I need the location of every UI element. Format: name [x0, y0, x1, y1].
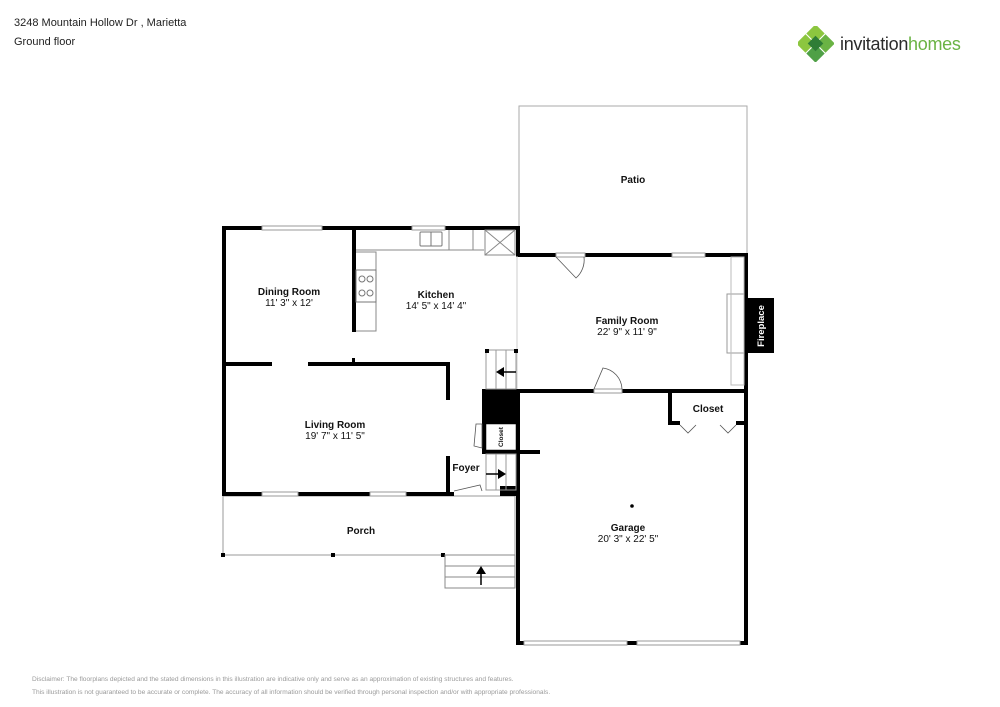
dining-room-dims: 11' 3" x 12' — [265, 298, 313, 309]
foyer-label: Foyer — [452, 463, 479, 474]
page-header: 3248 Mountain Hollow Dr , Marietta Groun… — [14, 14, 186, 52]
right-arrow-icon — [486, 469, 506, 479]
property-address: 3248 Mountain Hollow Dr , Marietta — [14, 17, 187, 29]
left-arrow-icon — [496, 367, 516, 377]
fireplace-label: Fireplace — [756, 305, 767, 347]
living-room-label: Living Room — [305, 420, 366, 431]
disclaimer: Disclaimer: The floorplans depicted and … — [32, 673, 550, 699]
stairs — [485, 349, 517, 491]
garage-dims: 20' 3" x 22' 5" — [598, 534, 659, 545]
stove-icon — [355, 269, 377, 303]
living-room-dims: 19' 7" x 11' 5" — [305, 431, 365, 442]
floor-label: Ground floor — [14, 36, 76, 48]
brand-name: invitationhomes — [840, 33, 961, 54]
porch-label: Porch — [347, 526, 375, 537]
garage-label: Garage — [611, 523, 646, 534]
family-room-label: Family Room — [596, 316, 659, 327]
kitchen-counters — [356, 229, 516, 332]
entry-steps — [444, 554, 516, 589]
family-room-dims: 22' 9" x 11' 9" — [597, 327, 657, 338]
small-closet — [485, 423, 517, 451]
disclaimer-line-2: This illustration is not guaranteed to b… — [32, 689, 551, 696]
windows — [261, 225, 741, 646]
exterior-walls — [222, 226, 748, 645]
up-arrow-icon — [476, 566, 486, 585]
dining-room-label: Dining Room — [258, 287, 320, 298]
garage-closet-label: Closet — [693, 404, 724, 415]
patio-label: Patio — [621, 175, 645, 186]
brand-logo: invitationhomes — [798, 26, 961, 62]
doors — [453, 256, 737, 492]
kitchen-dims: 14' 5" x 14' 4" — [406, 301, 467, 312]
kitchen-label: Kitchen — [418, 290, 455, 301]
disclaimer-line-1: Disclaimer: The floorplans depicted and … — [32, 676, 514, 683]
garage-light-icon — [630, 504, 634, 508]
sink-icon — [419, 231, 443, 247]
fireplace — [726, 256, 774, 386]
clover-diamond-logo-icon — [798, 26, 834, 62]
small-closet-label: Closet — [498, 426, 505, 447]
